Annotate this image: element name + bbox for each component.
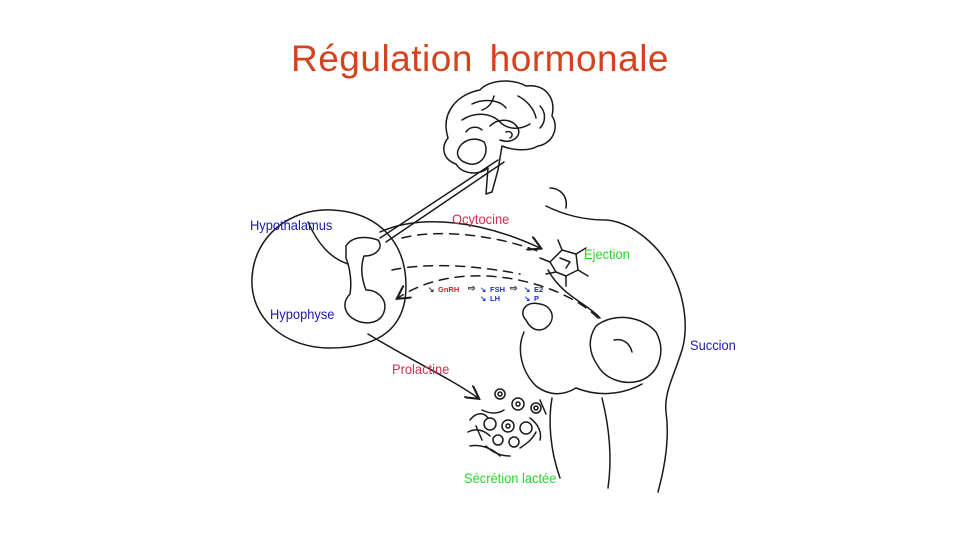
lh-label: LH (490, 294, 500, 303)
ejection-label: Ejection (584, 246, 630, 262)
p-label: P (534, 294, 540, 303)
secretion-lactee-label: Sécrétion lactée (464, 470, 557, 486)
slide-title: Régulation hormonale (290, 38, 669, 79)
ejection-cell-illustration (539, 239, 589, 287)
e2-label: E2 (534, 285, 544, 294)
then-arrow-icon-2: ⇨ (510, 283, 518, 293)
hypophyse-label: Hypophyse (270, 306, 335, 322)
e2-down-arrow-icon: ↘ (524, 285, 531, 294)
hypothalamus-label: Hypothalamus (250, 217, 333, 233)
ocytocine-label: Ocytocine (452, 211, 510, 227)
prolactine-label: Prolactine (392, 361, 450, 377)
brain-illustration (443, 80, 556, 195)
lh-down-arrow-icon: ↘ (480, 294, 487, 303)
p-down-arrow-icon: ↘ (524, 294, 531, 303)
mammary-gland-illustration (467, 388, 547, 457)
then-arrow-icon: ⇨ (468, 283, 476, 293)
mother-silhouette (519, 187, 686, 493)
fsh-down-arrow-icon: ↘ (480, 285, 487, 294)
succion-label: Succion (690, 337, 736, 353)
fsh-label: FSH (490, 285, 505, 294)
hypothalamus-hypophyse-circle (251, 209, 407, 349)
gnrh-label: GnRH (438, 285, 460, 294)
gnrh-down-arrow-icon: ↘ (428, 285, 435, 294)
